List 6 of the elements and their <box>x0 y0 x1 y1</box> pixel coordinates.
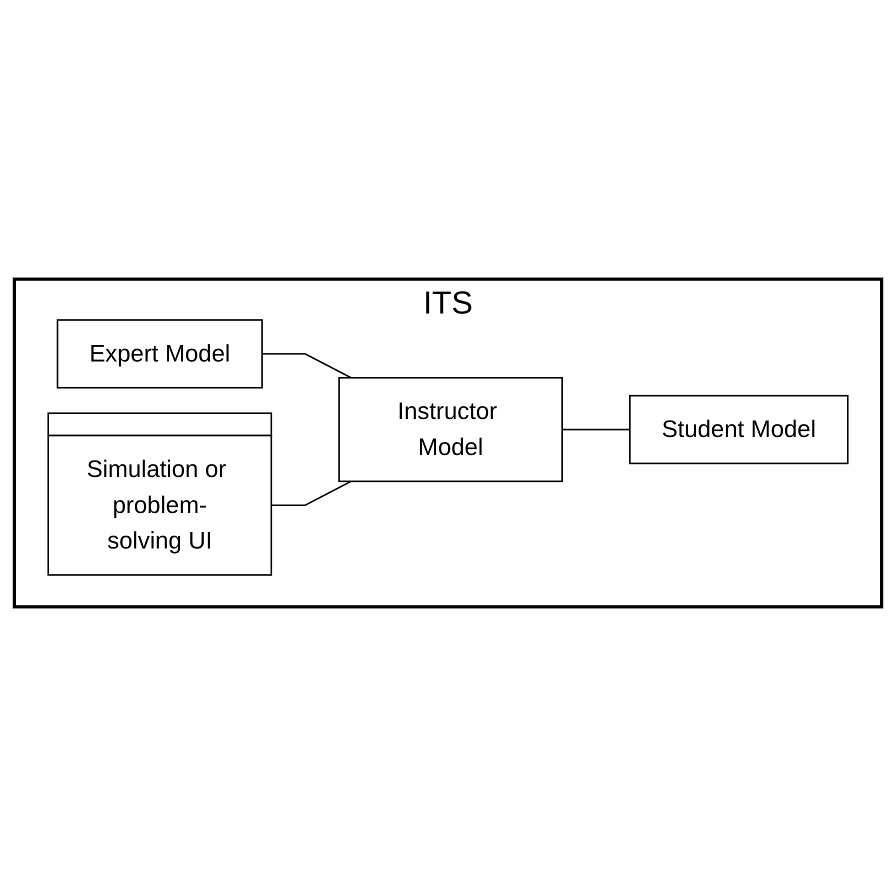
connector <box>271 480 352 506</box>
connector <box>562 428 630 430</box>
node-box: Expert Model <box>56 318 263 388</box>
node-box: Instructor Model <box>338 376 563 482</box>
node-box: Student Model <box>629 394 849 464</box>
connector <box>262 352 352 378</box>
